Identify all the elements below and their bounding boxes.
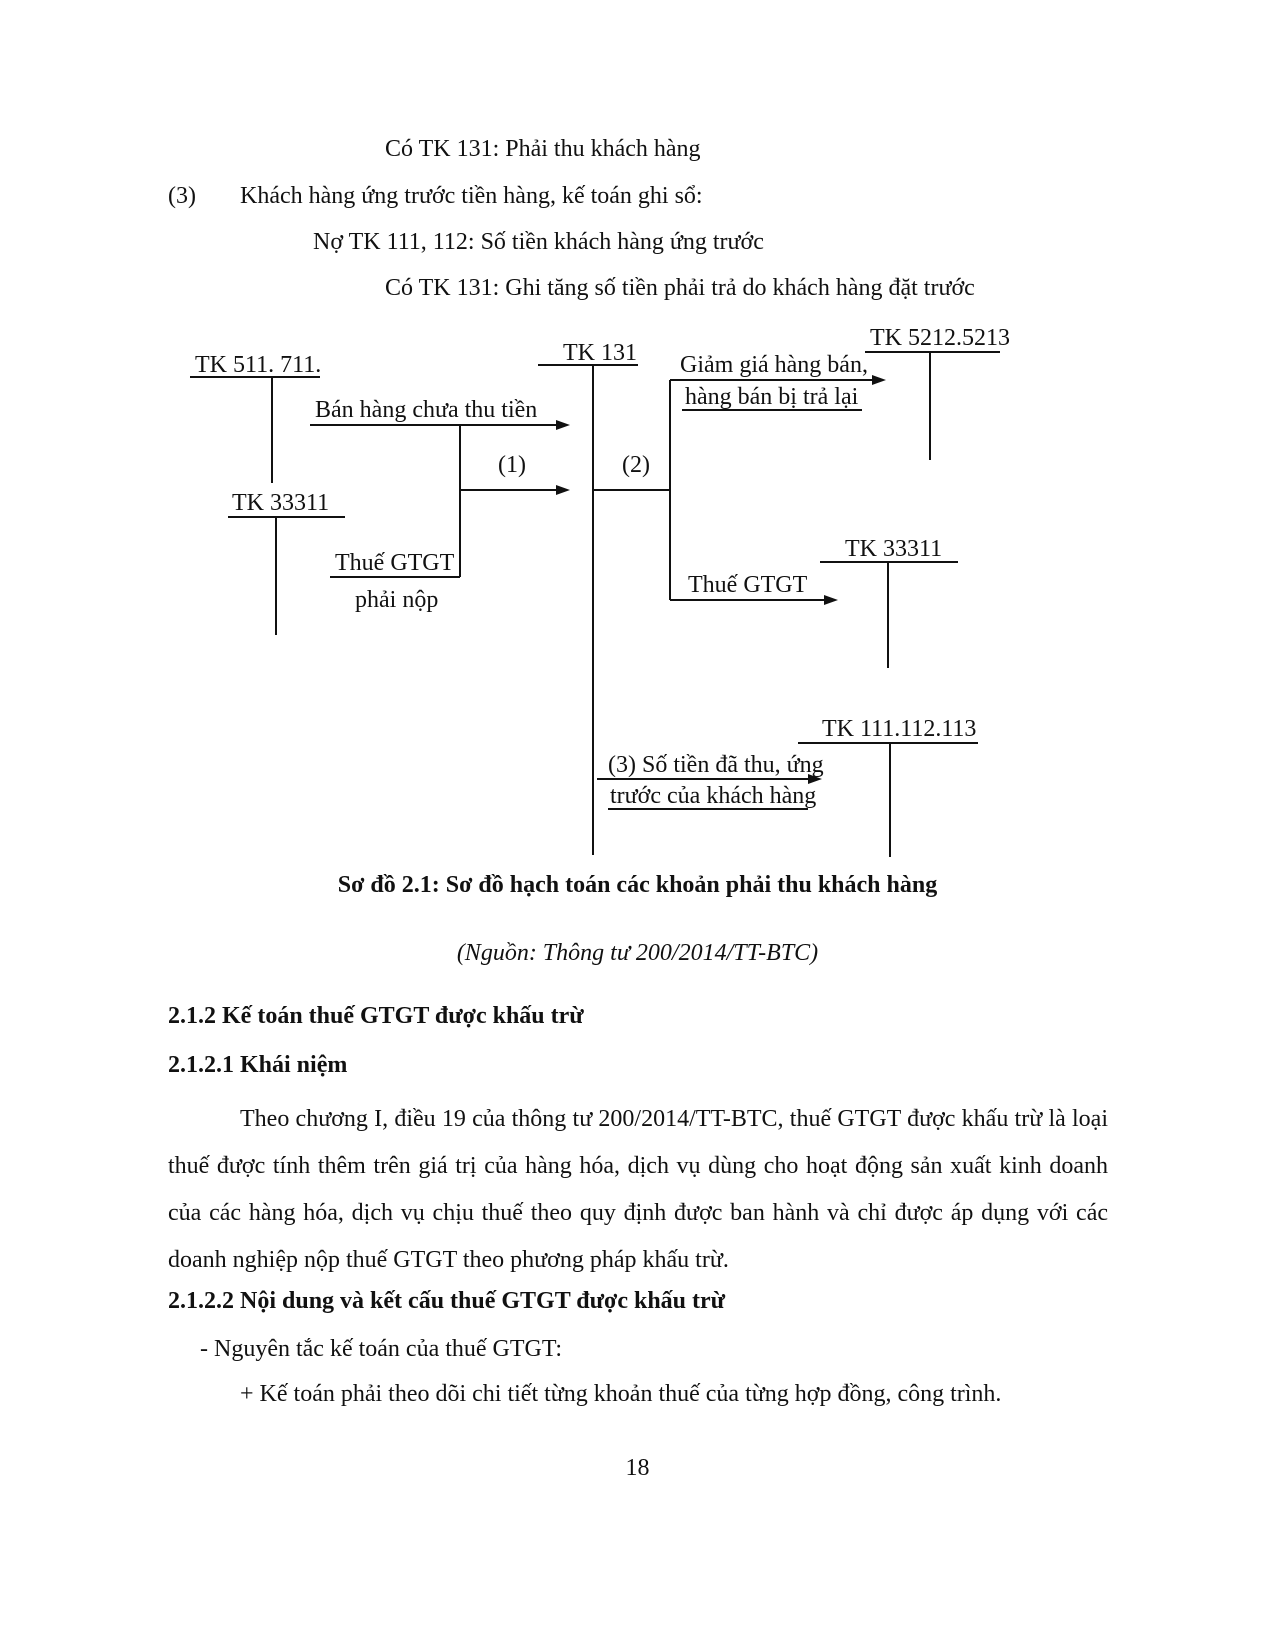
bullet-nguyen-tac: - Nguyên tắc kế toán của thuế GTGT: bbox=[200, 1336, 563, 1362]
account-tk33311-left-label: TK 33311 bbox=[232, 490, 329, 516]
paragraph-khai-niem: Theo chương I, điều 19 của thông tư 200/… bbox=[168, 1106, 1108, 1273]
label-thue-gtgt-right: Thuế GTGT bbox=[688, 572, 808, 598]
account-tk131-label: TK 131 bbox=[563, 340, 637, 366]
label-1: (1) bbox=[498, 452, 526, 478]
arrow-1-head bbox=[556, 485, 570, 495]
label-so-tien-1: (3) Số tiền đã thu, ứng bbox=[608, 752, 824, 778]
account-tk511-label: TK 511. 711. bbox=[195, 352, 321, 378]
diagram-caption: Sơ đồ 2.1: Sơ đồ hạch toán các khoản phả… bbox=[337, 872, 938, 898]
entry-line-co-tk131: Có TK 131: Phải thu khách hàng bbox=[385, 136, 701, 162]
heading-2-1-2-1: 2.1.2.1 Khái niệm bbox=[168, 1052, 348, 1078]
label-giam-gia-2: hàng bán bị trả lại bbox=[685, 384, 859, 410]
label-thue-gtgt-left-2: phải nộp bbox=[355, 587, 438, 613]
heading-2-1-2-2: 2.1.2.2 Nội dung và kết cấu thuế GTGT đư… bbox=[168, 1288, 726, 1314]
heading-2-1-2: 2.1.2 Kế toán thuế GTGT được khấu trừ bbox=[168, 1003, 584, 1029]
label-so-tien-2: trước của khách hàng bbox=[610, 783, 816, 809]
entry-line-co-tk131-increase: Có TK 131: Ghi tăng số tiền phải trả do … bbox=[385, 275, 975, 301]
label-thue-gtgt-left-1: Thuế GTGT bbox=[335, 550, 455, 576]
arrow-so-tien-head bbox=[808, 774, 822, 784]
arrow-thue-gtgt-right-head bbox=[824, 595, 838, 605]
account-tk111-label: TK 111.112.113 bbox=[822, 716, 976, 742]
entry-line-no-tk111-112: Nợ TK 111, 112: Số tiền khách hàng ứng t… bbox=[313, 229, 764, 255]
item-3-marker: (3) bbox=[168, 183, 196, 209]
diagram-source: (Nguồn: Thông tư 200/2014/TT-BTC) bbox=[456, 940, 819, 966]
t-account-diagram: TK 511. 711. TK 33311 Bán hàng chưa thu … bbox=[190, 325, 1010, 857]
account-tk5212-label: TK 5212.5213 bbox=[870, 325, 1010, 351]
label-giam-gia-1: Giảm giá hàng bán, bbox=[680, 352, 868, 378]
account-tk33311-right-label: TK 33311 bbox=[845, 536, 942, 562]
item-3-text: Khách hàng ứng trước tiền hàng, kế toán … bbox=[240, 183, 703, 209]
page-number: 18 bbox=[625, 1455, 650, 1481]
arrow-giam-gia-head bbox=[872, 375, 886, 385]
arrow-ban-hang-head bbox=[556, 420, 570, 430]
label-2: (2) bbox=[622, 452, 650, 478]
bullet-ke-toan-theo-doi: + Kế toán phải theo dõi chi tiết từng kh… bbox=[240, 1381, 1002, 1407]
label-ban-hang: Bán hàng chưa thu tiền bbox=[315, 397, 537, 423]
